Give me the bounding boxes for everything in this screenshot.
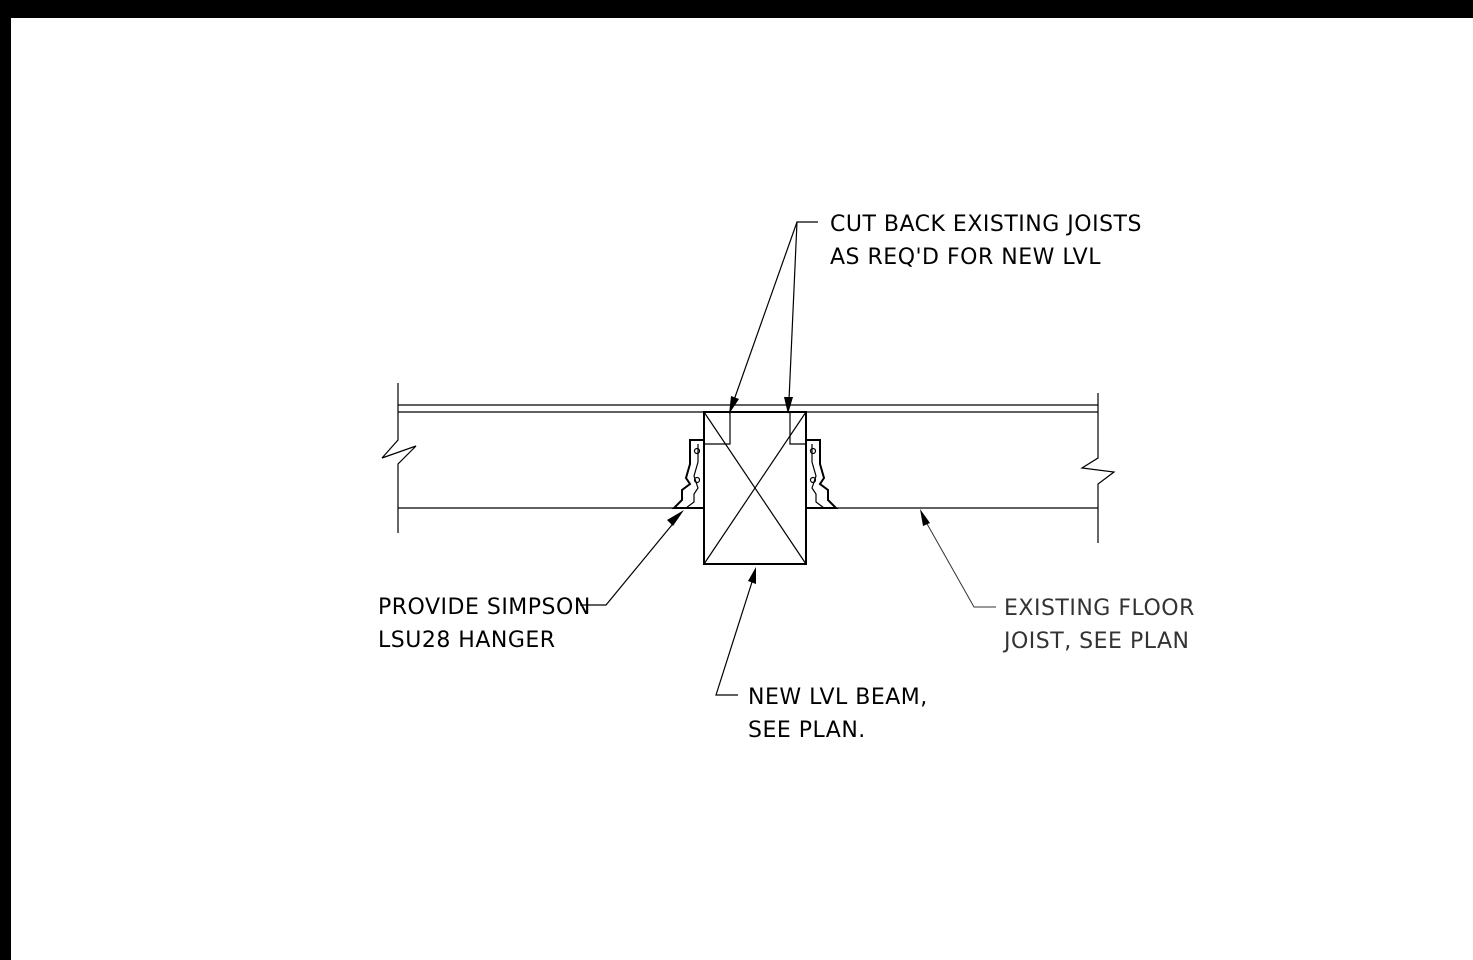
existing-floor-joist (381, 383, 1116, 543)
leader-hanger (580, 510, 684, 606)
note-cut-back-line1: CUT BACK EXISTING JOISTS (830, 212, 1142, 237)
note-cut-back-line2: AS REQ'D FOR NEW LVL (830, 245, 1101, 270)
new-lvl-beam (703, 411, 807, 565)
note-lvl-beam-line2: SEE PLAN. (748, 718, 866, 743)
leader-lvl-beam (715, 567, 756, 696)
note-floor-joist-line1: EXISTING FLOOR (1004, 596, 1195, 621)
sheet-border-left (0, 0, 11, 960)
note-lvl-beam-line1: NEW LVL BEAM, (748, 685, 928, 710)
note-floor-joist-line2: JOIST, SEE PLAN (1002, 629, 1189, 654)
simpson-hanger-right (806, 439, 839, 509)
leader-cut-back (729, 221, 818, 414)
note-hanger-line1: PROVIDE SIMPSON (378, 595, 591, 620)
simpson-hanger-left (671, 439, 704, 509)
note-hanger-line2: LSU28 HANGER (378, 628, 556, 653)
leader-floor-joist (920, 509, 996, 608)
sheet-border-top (0, 0, 1473, 18)
